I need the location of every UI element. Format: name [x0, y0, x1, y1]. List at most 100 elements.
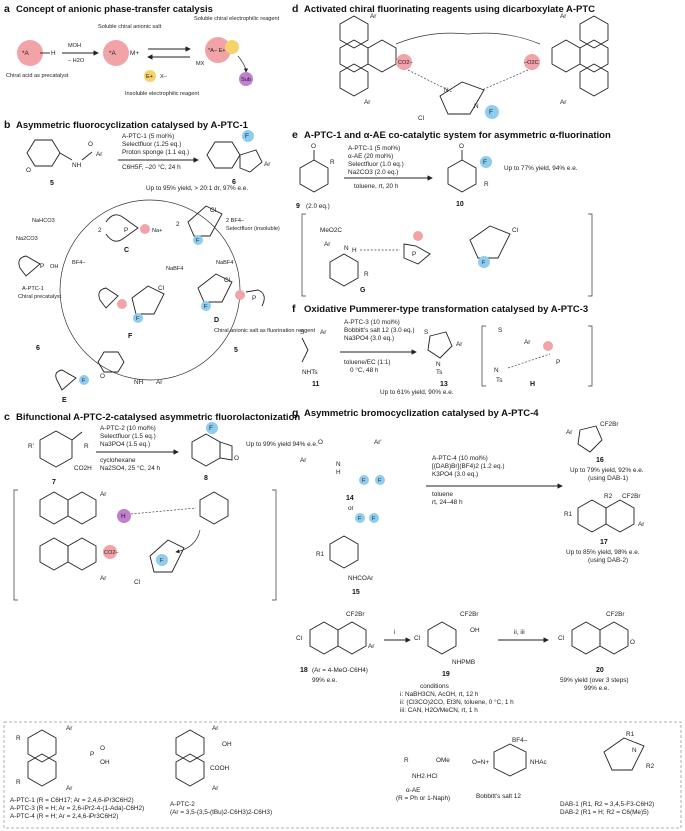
- g15-num: 15: [352, 589, 360, 596]
- ft-ae-r: R: [404, 757, 409, 764]
- ft-bob-o: O=N+: [472, 759, 489, 766]
- f-yield: Up to 61% yield, 90% e.e.: [380, 389, 454, 396]
- anion-ball: [103, 40, 129, 66]
- g19-num: 19: [442, 671, 450, 678]
- g18-cf2br: CF2Br: [346, 611, 365, 618]
- g18-ee: 99% e.e.: [312, 677, 337, 684]
- panel-d-title: Activated chiral fluorinating reagents u…: [304, 4, 595, 15]
- d-f: F: [489, 109, 493, 116]
- ft-dab2: DAB-2 (R1 = H; R2 = C6(Me)5): [560, 809, 649, 816]
- ft-bob-name: Bobbitt's salt 12: [476, 793, 521, 800]
- b-nh: NH: [72, 162, 82, 169]
- electro-title: Soluble chiral electrophilic reagent: [194, 16, 280, 22]
- e-f: F: [82, 378, 86, 384]
- g19-oh: OH: [470, 627, 480, 634]
- g-step2: ii, iii: [514, 629, 525, 636]
- f-cond5: 0 °C, 48 h: [350, 366, 379, 374]
- fh-ar: Ar: [524, 339, 531, 346]
- c-prod-f: F: [209, 425, 213, 432]
- f-sub-num: 11: [312, 381, 320, 388]
- f-prod-ts: Ts: [436, 369, 442, 376]
- substrate-5-ring: [26, 139, 61, 167]
- ft-oh: OH: [100, 759, 110, 766]
- ft-p: P: [90, 751, 94, 758]
- d-o2c-right: –O2C: [524, 60, 539, 66]
- e-o: O: [311, 143, 316, 150]
- c-prod-num: 8: [204, 475, 208, 482]
- g-cii: ii: (Cl3CO)2CO, Et3N, toluene, 0 °C, 1 h: [400, 698, 514, 706]
- e-ring: [97, 351, 125, 373]
- e-cond4: Na2CO3 (2.0 eq.): [348, 169, 398, 176]
- c-p: P: [124, 227, 128, 234]
- g17-r1: R1: [564, 511, 573, 518]
- pre-desc: Chiral precatalyst: [18, 294, 62, 300]
- product-8-ring: [191, 433, 221, 467]
- footer: R R Ar Ar P O OH A-PTC-1 (R = C6H17; Ar …: [3, 721, 682, 829]
- b-cond3: Proton sponge (1.1 eq.): [122, 149, 189, 156]
- c-sub-num: 7: [52, 479, 56, 486]
- d-co2-ball-right: [524, 54, 540, 70]
- g18-ar: Ar: [368, 643, 375, 650]
- c-o-ball: [140, 224, 150, 234]
- d-n2: N: [474, 103, 479, 110]
- ft-bob-nhac: NHAc: [530, 759, 547, 766]
- c-ts-f: F: [160, 558, 164, 564]
- pre-name: A-PTC-1: [22, 286, 44, 292]
- c-ts-ar1: Ar: [100, 491, 107, 498]
- salt-desc: Chiral anionic salt as fluorination reag…: [214, 328, 316, 334]
- f-cond4: toluene/EC (1:1): [344, 359, 391, 366]
- sf-label: Selectfluor (insoluble): [226, 226, 280, 232]
- substrate-ball: [239, 72, 253, 86]
- d-f-ball: [485, 105, 499, 119]
- f-cond2: Bobbitt's salt 12 (3.0 eq.): [344, 327, 415, 334]
- g14-n: N: [336, 461, 341, 468]
- g-p: P: [412, 251, 416, 258]
- panel-f-title: Oxidative Pummerer-type transformation c…: [304, 304, 588, 315]
- ft-dab-r1: R1: [626, 731, 635, 738]
- panel-g-letter: g: [292, 407, 298, 419]
- c-r: R: [84, 443, 89, 450]
- c-cond1: A-PTC-2 (10 mol%): [100, 425, 156, 432]
- e-cond5: toluene, rt, 20 h: [354, 183, 399, 190]
- ft-o: O: [100, 745, 105, 752]
- panel-c-title: Bifunctional A-PTC-2-catalysed asymmetri…: [16, 412, 300, 423]
- panel-b: b Asymmetric fluorocyclization catalysed…: [4, 119, 316, 404]
- g14-num: 14: [346, 495, 354, 502]
- e-sub-num: 9: [296, 203, 300, 210]
- d-o-ball: [235, 290, 245, 300]
- e-ar: Ar: [324, 241, 331, 248]
- product-6-oxazoline: [239, 149, 263, 173]
- f-f: F: [136, 316, 140, 322]
- ft-dab-r2: R2: [646, 763, 655, 770]
- compound-19-ring: [427, 621, 457, 655]
- g17-using: (using DAB-2): [588, 557, 628, 564]
- g15-nhcoar: NHCOAr: [348, 575, 374, 582]
- g-or: or: [348, 505, 355, 512]
- panel-c: c Bifunctional A-PTC-2-catalysed asymmet…: [4, 411, 318, 601]
- g20-yield: 59% yield (over 3 steps): [560, 677, 629, 684]
- acid-h: H: [51, 50, 56, 57]
- d-co2-left: CO2–: [398, 60, 414, 66]
- c-ts-co2: CO2–: [104, 550, 120, 556]
- g17-num: 17: [600, 539, 608, 546]
- b-nabf4-right: NaBF4: [216, 260, 233, 266]
- c-ts-co2-ball: [103, 545, 117, 559]
- g-cond3: K3PO4 (3.0 eq.): [432, 471, 478, 478]
- panel-c-letter: c: [4, 411, 10, 423]
- g16-cf2br: CF2Br: [600, 421, 619, 428]
- g14-f1-ball: [359, 475, 369, 485]
- b-yield: Up to 95% yield, > 20:1 dr, 97% e.e.: [146, 185, 248, 192]
- fh-s: S: [498, 327, 502, 334]
- panel-a: a Concept of anionic phase-transfer cata…: [4, 3, 280, 97]
- g-cond1: A-PTC-4 (10 mol%): [432, 455, 488, 462]
- g15-f1: F: [358, 516, 362, 522]
- f-cl: Cl: [158, 285, 164, 292]
- e-prod-f: F: [483, 159, 487, 166]
- ft-r2: R: [16, 779, 21, 786]
- cycle-5: 5: [234, 347, 238, 354]
- e-prod-r: R: [484, 181, 489, 188]
- reagent-water: – H2O: [68, 58, 85, 64]
- g17-ar: Ar: [638, 521, 645, 528]
- b-nahco3: NaHCO3: [32, 218, 55, 224]
- insoluble-e-ball: [144, 70, 156, 82]
